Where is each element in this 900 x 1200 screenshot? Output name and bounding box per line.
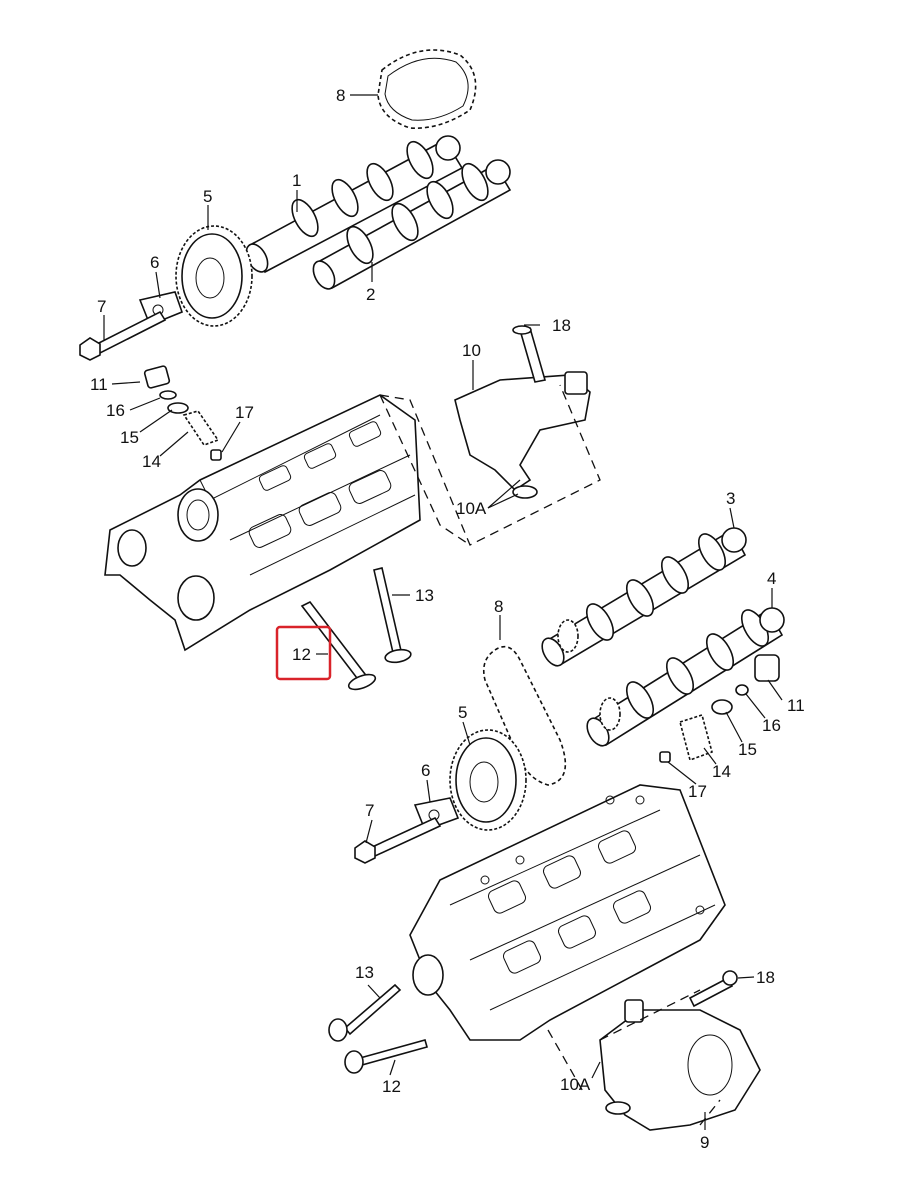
- callout-14-top: 14: [142, 452, 161, 471]
- callout-8-top: 8: [336, 86, 345, 105]
- timing-chain-top[interactable]: [377, 49, 477, 129]
- valve-cotters-lower[interactable]: [735, 684, 749, 696]
- adjuster-bolt-upper[interactable]: [512, 325, 547, 383]
- callout-1-top: 1: [292, 171, 301, 190]
- callout-5-top: 5: [203, 187, 212, 206]
- callout-17-bottom: 17: [688, 782, 707, 801]
- spring-retainer-upper[interactable]: [167, 402, 189, 414]
- callout-4-bottom: 4: [767, 569, 776, 588]
- sprocket-bolt-top[interactable]: [79, 310, 167, 361]
- valve-12-lower[interactable]: [344, 1039, 428, 1074]
- valve-13-lower[interactable]: [328, 983, 402, 1042]
- callout-6-bottom: 6: [421, 761, 430, 780]
- valve-stem-seal-upper[interactable]: [210, 449, 222, 461]
- callout-15-top: 15: [120, 428, 139, 447]
- callout-7-top: 7: [97, 297, 106, 316]
- callout-2-top: 2: [366, 285, 375, 304]
- callout-13-top: 13: [415, 586, 434, 605]
- callout-14-bottom: 14: [712, 762, 731, 781]
- leader-lines: [103, 94, 783, 1130]
- camshaft-adjuster-upper[interactable]: [454, 371, 591, 499]
- callout-3-bottom: 3: [726, 489, 735, 508]
- tappet-upper[interactable]: [143, 365, 171, 389]
- callout-15-bottom: 15: [738, 740, 757, 759]
- valve-cotters-upper[interactable]: [159, 390, 177, 400]
- group-outline-upper: [379, 384, 601, 546]
- adjuster-bolt-lower[interactable]: [688, 970, 738, 1008]
- callout-16-top: 16: [106, 401, 125, 420]
- callout-8-bottom: 8: [494, 597, 503, 616]
- callout-17-top: 17: [235, 403, 254, 422]
- callout-9-bottom: 9: [700, 1133, 709, 1152]
- callout-6-top: 6: [150, 253, 159, 272]
- callout-18-bottom: 18: [756, 968, 775, 987]
- callout-10-top: 10: [462, 341, 481, 360]
- callout-10a-top: 10A: [456, 499, 487, 518]
- callout-10a-bottom: 10A: [560, 1075, 591, 1094]
- callout-7-bottom: 7: [365, 801, 374, 820]
- camshaft-1[interactable]: [242, 135, 464, 275]
- camshaft-adjuster-lower[interactable]: [599, 999, 761, 1131]
- cylinder-head-upper[interactable]: [104, 394, 421, 652]
- valve-12-upper[interactable]: [300, 600, 377, 692]
- callout-16-bottom: 16: [762, 716, 781, 735]
- timing-chain-lower[interactable]: [482, 645, 567, 786]
- callout-5-bottom: 5: [458, 703, 467, 722]
- tappet-lower[interactable]: [754, 654, 780, 682]
- camshaft-sprocket-top[interactable]: [175, 225, 253, 327]
- valve-spring-upper[interactable]: [182, 410, 220, 446]
- valve-13-upper[interactable]: [373, 567, 412, 664]
- callout-13-bottom: 13: [355, 963, 374, 982]
- callout-11-top: 11: [90, 375, 108, 394]
- callout-12-top: 12: [292, 645, 311, 664]
- cylinder-head-lower[interactable]: [409, 784, 726, 1041]
- highlight-box-12: [275, 625, 332, 681]
- callout-18-top: 18: [552, 316, 571, 335]
- sprocket-bolt-lower[interactable]: [354, 816, 442, 864]
- camshaft-2[interactable]: [309, 159, 512, 293]
- callout-12-bottom: 12: [382, 1077, 401, 1096]
- camshaft-sprocket-lower[interactable]: [449, 729, 527, 831]
- valve-stem-seal-lower[interactable]: [659, 751, 671, 763]
- group-outline-lower: [547, 904, 726, 1126]
- callout-11-bottom: 11: [787, 696, 805, 715]
- spring-retainer-lower[interactable]: [711, 699, 733, 715]
